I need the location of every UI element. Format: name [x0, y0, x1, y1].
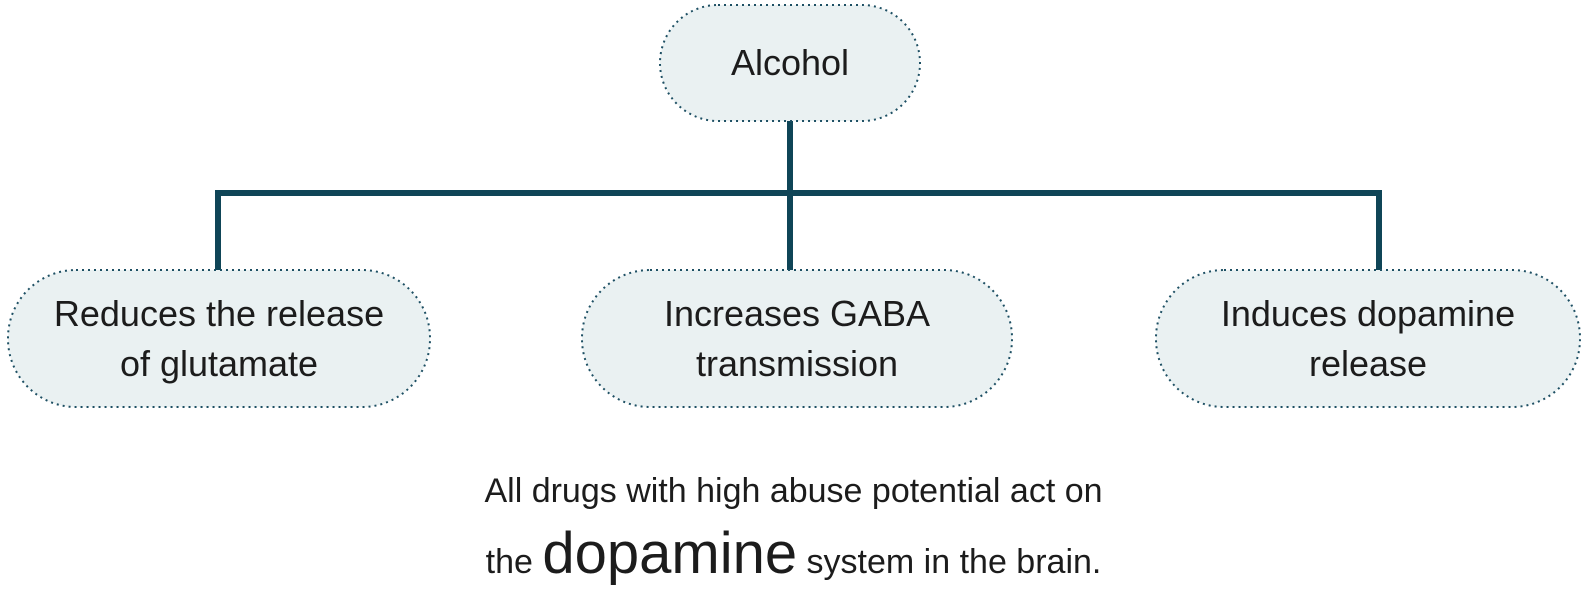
child-node-glutamate-label: Reduces the release of glutamate	[53, 292, 385, 384]
caption: All drugs with high abuse potential act …	[0, 468, 1587, 587]
child-node-dopamine-label: Induces dopamine release	[1220, 292, 1516, 384]
child-node-glutamate-shape	[7, 269, 431, 408]
caption-line-2-suffix: system in the brain.	[797, 543, 1102, 581]
caption-line-1: All drugs with high abuse potential act …	[484, 472, 1103, 510]
child-node-dopamine-shape	[1155, 269, 1581, 408]
child-node-gaba-shape	[581, 269, 1013, 408]
root-node-label: Alcohol	[730, 42, 850, 83]
root-node-shape	[659, 4, 921, 122]
child-node-gaba-label: Increases GABA transmission	[663, 292, 931, 384]
caption-line-2: the dopamine system in the brain.	[0, 520, 1587, 587]
caption-line-2-prefix: the	[485, 543, 543, 581]
dopamine-highlight: dopamine	[542, 521, 798, 586]
